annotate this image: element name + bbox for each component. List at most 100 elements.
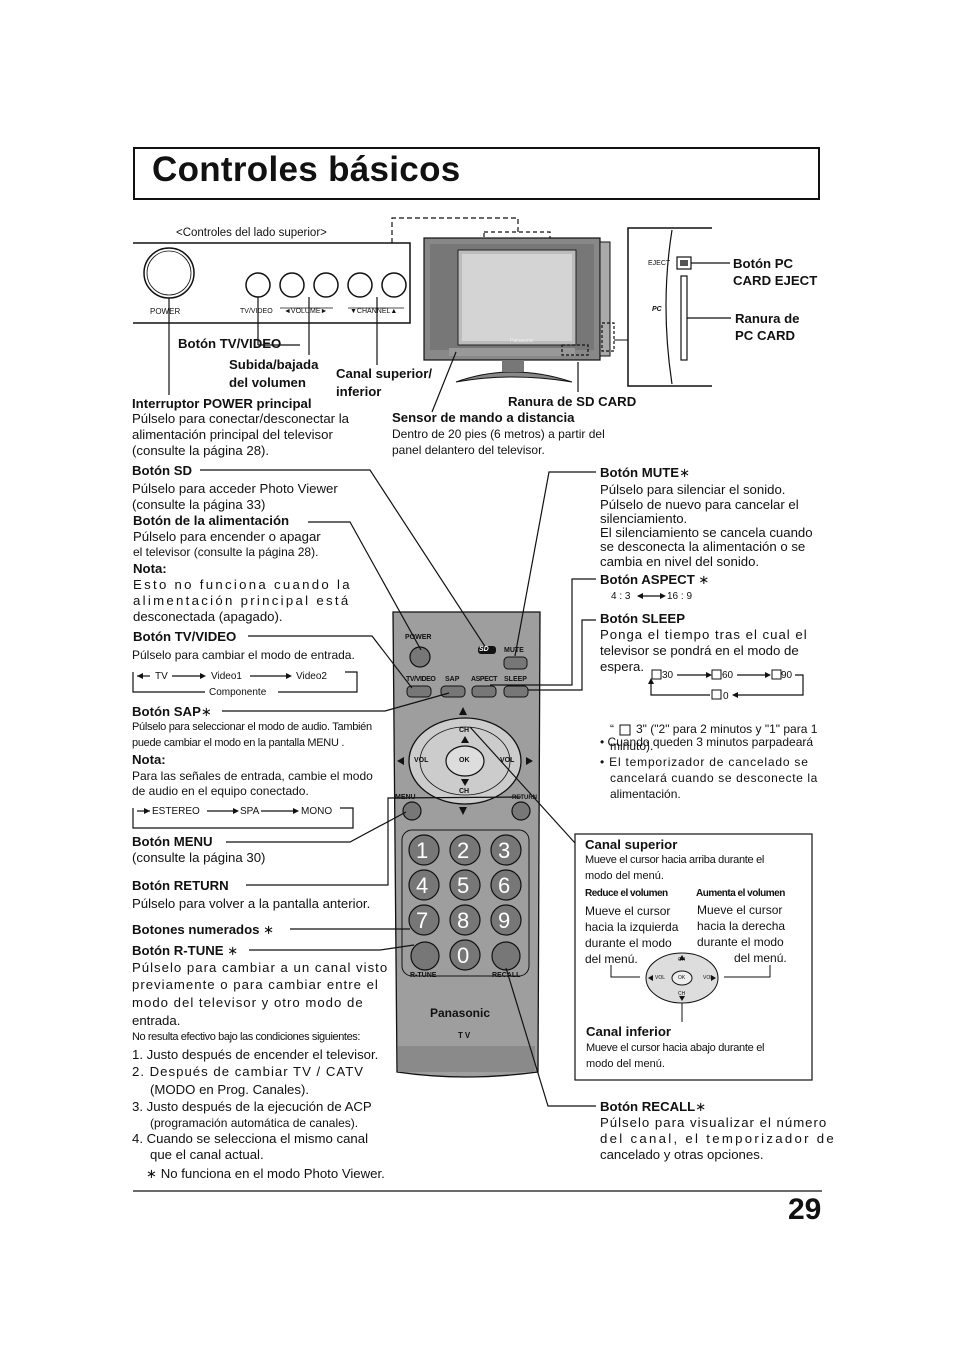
footnote: ∗ No funciona en el modo Photo Viewer. [146,1166,385,1181]
remote-sap-button [440,685,466,698]
side-panel-outline [627,227,712,387]
key-1-label: 1 [416,838,429,863]
label-btn-tvvideo: Botón TV/VIDEO [178,336,282,351]
power-button-desc-1: Púlselo para encender o apagar [133,529,321,544]
mute-title: Botón MUTE∗ [600,465,691,480]
remote-tvvideo-label: TV/VIDEO [406,676,436,683]
remote-tv-label: TV [458,1031,473,1040]
nota2-label: Nota: [132,752,166,767]
remote-return-label: RETURN [512,795,537,801]
power-switch-desc-3: (consulte la página 28). [132,443,270,458]
remote-rtune-label: R-TUNE [410,972,437,979]
remote-sap-label: SAP [445,676,460,683]
remote-menu-button [402,801,422,821]
seq-video1: Video1 [211,671,242,682]
key-8-label: 8 [457,908,470,933]
recall-desc-1: Púlselo para visualizar el número [600,1115,828,1130]
aspect-43: 4 : 3 [611,591,631,602]
label-vol-2: del volumen [229,375,306,390]
mini-ok: OK [678,975,686,981]
mute-desc-6: cambia en nivel del sonido. [600,554,760,569]
pc-card-slot-1: Ranura de [735,311,800,326]
key-5-label: 5 [457,873,470,898]
sap-desc-1: Púlselo para seleccionar el modo de audi… [132,721,372,733]
key-0-label: 0 [457,943,470,968]
top-button-ch-up [381,272,407,298]
rtune-title: Botón R-TUNE ∗ [132,943,239,958]
remote-return-button [511,801,531,821]
key-1 [408,834,440,866]
label-ch-1: Canal superior/ [336,366,433,381]
key-5 [449,869,481,901]
ch-up-desc-2: modo del menú. [585,870,664,882]
vol-down-desc-3: durante el modo [585,936,672,950]
key-7-label: 7 [416,908,429,933]
numbers-title: Botones numerados ∗ [132,922,275,937]
ch-down-desc-2: modo del menú. [586,1058,665,1070]
mini-vol-left: VOL [655,975,666,981]
mute-desc-2: Púlselo de nuevo para cancelar el [600,497,799,512]
recall-desc-2: del canal, el temporizador de [600,1131,837,1146]
rtune-desc-4: entrada. [132,1013,181,1028]
top-button-tvvideo [245,272,271,298]
mute-desc-3: silenciamiento. [600,511,688,526]
vol-down-desc-4: del menú. [585,952,638,966]
remote-recall-label: RECALL [492,972,521,979]
key-4 [408,869,440,901]
remote-ok-button [445,745,485,777]
remote-menu-label: MENU [395,794,416,801]
key-8 [449,904,481,936]
ch-up-desc-1: Mueve el cursor hacia arriba durante el [585,854,765,866]
cond-4b: que el canal actual. [150,1147,264,1162]
sensor-desc-2: panel delantero del televisor. [392,443,545,457]
rtune-desc-3: modo del televisor y otro modo de [132,995,364,1010]
sensor-title: Sensor de mando a distancia [392,410,575,425]
sleep-title: Botón SLEEP [600,611,685,626]
vol-up-desc-1: Mueve el cursor [697,903,783,917]
key-7 [408,904,440,936]
nota2-desc-1: Para las señales de entrada, cambie el m… [132,769,373,783]
vol-up-desc-3: durante el modo [697,935,784,949]
ch-down-title: Canal inferior [586,1024,672,1039]
tvvideo-desc: Púlselo para cambiar el modo de entrada. [132,648,355,662]
label-vol-1: Subida/bajada [229,357,319,372]
nota2-desc-2: de audio en el equipo conectado. [132,784,309,798]
key-9 [490,904,522,936]
sleep-desc-2: televisor se pondrá en el modo de [600,643,799,658]
power-switch-title: Interruptor POWER principal [132,396,312,411]
top-tvvideo-label: TV/VIDEO [240,308,273,315]
mute-desc-1: Púlselo para silenciar el sonido. [600,482,786,497]
bullet-2a: • El temporizador de cancelado se [600,755,809,769]
title-box [133,147,820,200]
remote-vol-left-label: VOL [414,757,429,764]
vol-down-desc-1: Mueve el cursor [585,904,671,918]
bullet-1b: 3" ("2" para 2 minutos y "1" para 1 [636,722,818,736]
vol-up-desc-2: hacia la derecha [697,919,786,933]
pc-card-slot [680,275,688,361]
key-3 [490,834,522,866]
cond-3b: (programación automática de canales). [150,1116,359,1130]
seq-componente: Componente [209,687,267,698]
sensor-desc-1: Dentro de 20 pies (6 metros) a partir de… [392,427,605,441]
key-0 [449,939,481,971]
mini-ch-down: CH [678,991,686,997]
remote-vol-right-label: VOL [500,757,515,764]
seq-mono: MONO [301,806,333,817]
page-number: 29 [788,1193,822,1226]
seq-spa: SPA [240,806,260,817]
remote-ch-up-label: CH [459,727,470,734]
ch-down-desc-1: Mueve el cursor hacia abajo durante el [586,1042,765,1054]
top-panel-caption: <Controles del lado superior> [176,227,327,239]
mini-vol-right: VOL [703,975,714,981]
vol-down-title: Reduce el volumen [585,888,668,899]
key-9-label: 9 [498,908,511,933]
no-result: No resulta efectivo bajo las condiciones… [132,1031,361,1043]
sd-title: Botón SD [132,463,193,478]
mini-ch-up: CH [678,957,686,963]
top-power-label: POWER [150,307,181,316]
sleep-desc-3: espera. [600,659,644,674]
return-title: Botón RETURN [132,878,229,893]
sleep-60: 60 [722,670,734,681]
bullet-2c: alimentación. [610,787,681,801]
